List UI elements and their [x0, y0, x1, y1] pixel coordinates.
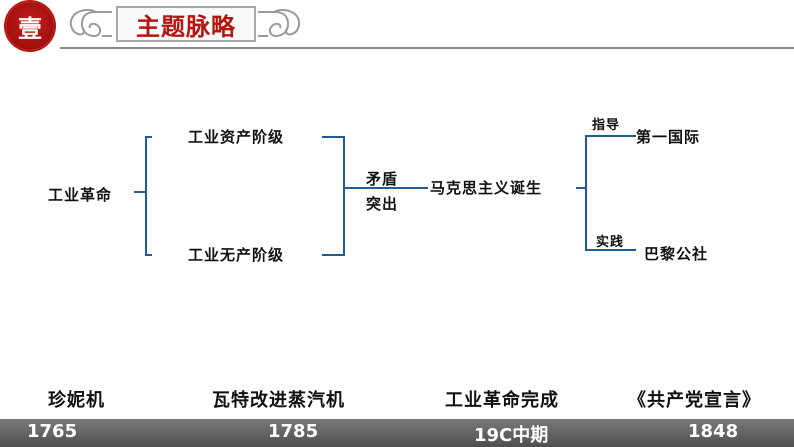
node-root: 工业革命 — [48, 186, 113, 204]
timeline-label-2: 瓦特改进蒸汽机 — [212, 390, 345, 411]
bracket-branches — [585, 135, 636, 251]
ornament-right-icon — [258, 9, 301, 38]
edge-label-guide: 指导 — [592, 118, 621, 133]
ornament-left-icon — [69, 9, 112, 38]
edge-label-practice: 实践 — [596, 235, 625, 250]
node-branch-top: 第一国际 — [636, 128, 701, 146]
timeline-label-4: 《共产党宣言》 — [628, 390, 761, 411]
timeline-bar — [0, 419, 794, 447]
page-title: 主题脉略 — [136, 12, 236, 41]
section-number: 壹 — [18, 13, 42, 43]
bracket-root — [145, 136, 152, 256]
node-class-bottom: 工业无产阶级 — [188, 246, 285, 264]
title-box: 主题脉略 — [116, 6, 256, 42]
edge-label-conflict-2: 突出 — [366, 195, 399, 213]
header-rule — [60, 47, 794, 49]
edge-label-conflict-1: 矛盾 — [366, 170, 399, 188]
timeline-label-1: 珍妮机 — [48, 390, 105, 411]
node-branch-bottom: 巴黎公社 — [644, 245, 709, 263]
section-number-badge: 壹 — [6, 2, 54, 50]
timeline-year-3: 19C中期 — [474, 425, 549, 446]
timeline-year-1: 1765 — [27, 421, 78, 442]
node-center: 马克思主义诞生 — [430, 179, 543, 197]
section-header: 壹 主题脉略 — [0, 0, 794, 50]
timeline-year-4: 1848 — [688, 421, 739, 442]
timeline-year-2: 1785 — [268, 421, 319, 442]
node-class-top: 工业资产阶级 — [188, 128, 285, 146]
timeline-label-3: 工业革命完成 — [445, 390, 559, 411]
bracket-classes — [322, 136, 345, 256]
